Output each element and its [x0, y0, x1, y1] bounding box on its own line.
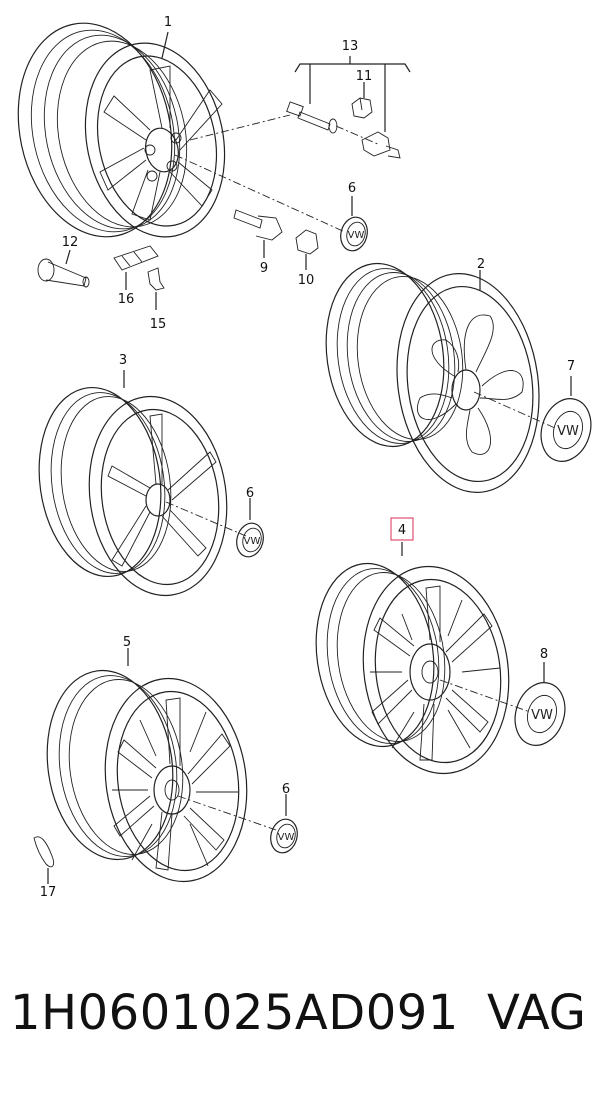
svg-text:VW: VW — [557, 424, 579, 439]
brand-label: VAG — [487, 985, 586, 1041]
callout-7: 7 — [567, 359, 575, 374]
callout-13: 13 — [342, 39, 359, 54]
hub-cap-8: VW — [514, 682, 566, 746]
hub-cap-7: VW — [540, 398, 592, 462]
wheel-4-illustration — [315, 562, 510, 775]
svg-text:VW: VW — [531, 708, 553, 723]
callout-6-top: 6 — [348, 181, 356, 196]
hub-cap-6-middle: VW — [236, 522, 264, 558]
footer: 1H0601025AD091 VAG — [0, 985, 600, 1065]
balance-weight-16 — [113, 245, 159, 271]
svg-text:VW: VW — [348, 230, 365, 241]
wheel-parts-diagram: 1 13 11 9 — [17, 15, 592, 900]
callout-6-bottom: 6 — [282, 782, 290, 797]
callout-17: 17 — [40, 885, 57, 900]
callout-11: 11 — [356, 69, 373, 84]
wheel-5-illustration — [46, 669, 248, 883]
callout-3: 3 — [119, 353, 127, 368]
clip-15 — [147, 267, 165, 291]
callout-8: 8 — [540, 647, 548, 662]
hub-cap-6-bottom: VW — [270, 818, 298, 854]
svg-text:VW: VW — [278, 832, 295, 843]
callout-5: 5 — [123, 635, 131, 650]
callout-1: 1 — [164, 15, 172, 30]
callout-4: 4 — [398, 523, 406, 538]
callout-10: 10 — [298, 273, 315, 288]
svg-text:VW: VW — [244, 536, 261, 547]
callout-15: 15 — [150, 317, 167, 332]
nut-10 — [295, 229, 319, 255]
callout-16: 16 — [118, 292, 135, 307]
callout-9: 9 — [260, 261, 268, 276]
part-number: 1H0601025AD091 — [10, 985, 459, 1041]
wheel-2-illustration — [325, 262, 540, 493]
callout-12: 12 — [62, 235, 79, 250]
valve-12 — [37, 258, 90, 288]
callout-2: 2 — [477, 257, 485, 272]
highlight-box — [390, 517, 414, 541]
wheel-1-illustration — [17, 22, 226, 238]
bolt-set-13 — [286, 56, 411, 159]
wheel-3-illustration — [38, 386, 228, 597]
callout-6-middle: 6 — [246, 486, 254, 501]
balance-weight-17 — [33, 836, 55, 868]
bolt-9 — [233, 209, 283, 241]
hub-cap-6-top: VW — [340, 216, 368, 252]
